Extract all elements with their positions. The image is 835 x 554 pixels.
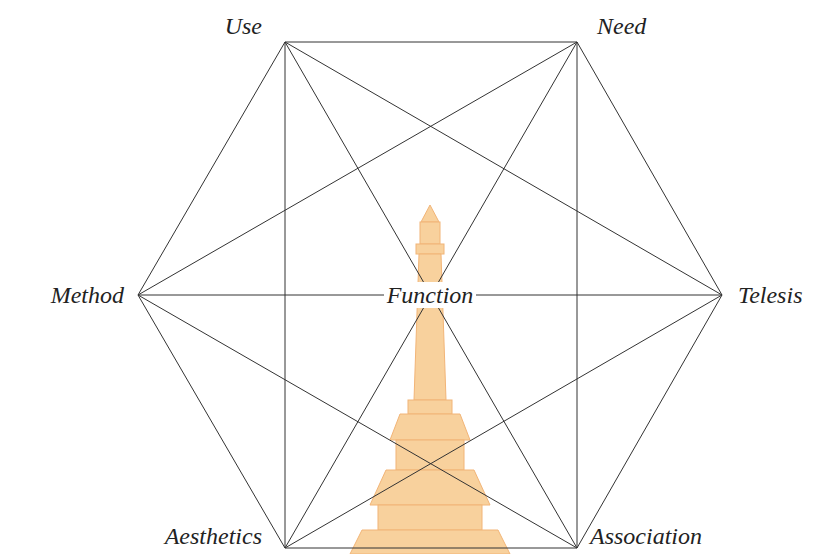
- vertex-text: Aesthetics: [165, 523, 262, 549]
- vertex-label: Association: [590, 523, 702, 549]
- vertex-text: Association: [590, 523, 702, 549]
- connector-line: [138, 295, 577, 548]
- vertex-label: Telesis: [738, 282, 802, 308]
- connector-line: [138, 42, 577, 295]
- connector-line: [577, 295, 722, 548]
- connector-line: [138, 295, 285, 548]
- connector-line: [285, 548, 577, 549]
- vertex-text: Method: [51, 282, 124, 308]
- connector-line: [285, 295, 722, 548]
- connector-line: [138, 42, 285, 295]
- vertex-label: Need: [597, 13, 646, 39]
- vertex-text: Use: [225, 13, 262, 39]
- connector-line: [577, 42, 722, 295]
- vertex-label: Method: [51, 282, 124, 308]
- vertex-text: Telesis: [738, 282, 802, 308]
- connector-line: [285, 42, 577, 43]
- vertex-text: Need: [597, 13, 646, 39]
- center-label: Function: [384, 282, 477, 308]
- vertex-label: Aesthetics: [165, 523, 262, 549]
- temple-watermark: [350, 205, 510, 554]
- vertex-label: Use: [225, 13, 262, 39]
